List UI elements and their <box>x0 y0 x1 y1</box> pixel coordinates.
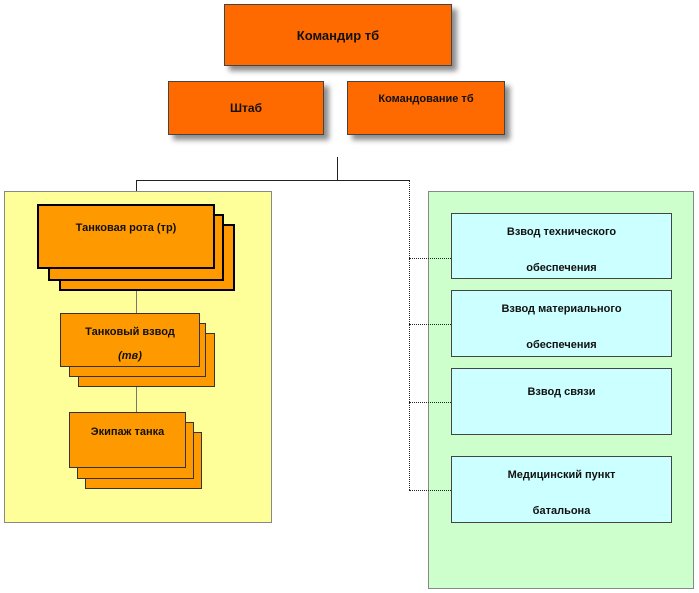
support-unit-signal: Взвод связи <box>451 368 672 435</box>
connector-support-3 <box>409 402 451 403</box>
connector-support-4 <box>409 490 451 491</box>
connector-horizontal <box>136 180 409 181</box>
support-unit-medical: Медицинский пункт батальона <box>451 456 672 523</box>
support-unit-technical-line2: обеспечения <box>526 262 597 274</box>
support-unit-technical: Взвод технического обеспечения <box>451 213 672 279</box>
connector-company-platoon <box>136 291 137 314</box>
connector-trunk <box>337 157 338 180</box>
commander-box: Командир тб <box>224 4 452 66</box>
support-unit-material-line1: Взвод материального <box>501 303 622 315</box>
tank-crew-label: Экипаж танка <box>90 426 165 438</box>
connector-right-drop <box>409 180 410 490</box>
command-label: Командование тб <box>378 93 474 105</box>
tank-crew-box: Экипаж танка <box>69 412 186 468</box>
support-unit-material-line2: обеспечения <box>526 339 597 351</box>
tank-company-box: Танковая рота (тр) <box>37 204 215 269</box>
support-unit-medical-line2: батальона <box>532 505 591 517</box>
commander-label: Командир тб <box>296 27 380 43</box>
support-unit-material: Взвод материального обеспечения <box>451 290 672 357</box>
staff-box: Штаб <box>168 81 324 135</box>
tank-company-label: Танковая рота (тр) <box>75 222 177 234</box>
tank-platoon-label-line2: (тв) <box>118 350 142 362</box>
connector-support-2 <box>409 324 451 325</box>
command-box: Командование тб <box>347 81 505 135</box>
support-unit-medical-line1: Медицинский пункт <box>507 469 616 481</box>
staff-label: Штаб <box>229 101 263 115</box>
tank-platoon-box: Танковый взвод (тв) <box>60 313 200 367</box>
support-unit-technical-line1: Взвод технического <box>506 226 617 238</box>
connector-support-1 <box>409 258 451 259</box>
tank-platoon-label-line1: Танковый взвод <box>85 326 175 338</box>
support-unit-signal-line1: Взвод связи <box>527 386 596 398</box>
connector-platoon-crew <box>136 387 137 412</box>
